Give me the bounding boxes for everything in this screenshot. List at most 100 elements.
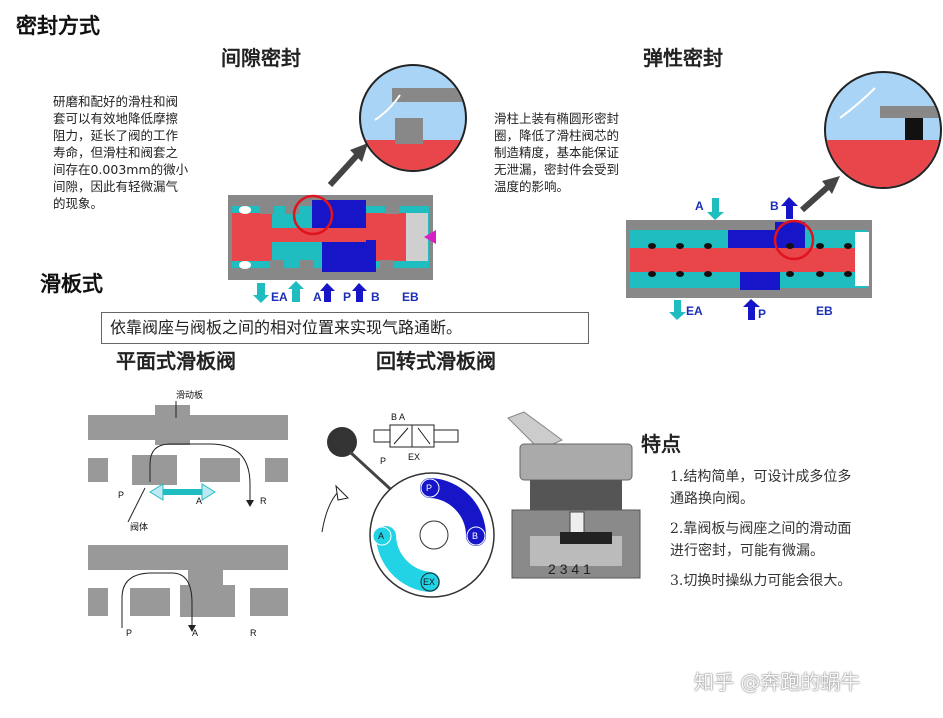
symbol-label-p: P <box>380 456 387 466</box>
symbol-spring <box>433 429 459 443</box>
zoom-body <box>392 88 465 102</box>
disc-center <box>419 520 449 550</box>
slide-plate-stem <box>188 545 223 585</box>
zoom-seal <box>905 118 923 140</box>
symbol-flow-line <box>417 427 431 445</box>
label-valve-body: 阀体 <box>130 522 149 532</box>
rotation-arrowhead <box>335 484 350 501</box>
end-cap <box>406 213 428 261</box>
text-line: 的现象。 <box>53 196 104 211</box>
port-arrowhead-a <box>288 281 304 289</box>
port-circle-p <box>420 478 440 498</box>
flow-path <box>121 572 193 628</box>
seat-block <box>265 458 288 482</box>
feature-line: 3.切换时操纵力可能会很大。 <box>670 573 852 589</box>
handle-cap <box>519 443 633 481</box>
label-slide-plate: 滑动板 <box>176 390 204 400</box>
watermark: 知乎 @奔跑的蜗牛 <box>694 670 861 694</box>
heading-flat-slide-valve: 平面式滑板阀 <box>116 349 236 373</box>
feature-item: 1.结构简单，可设计成多位多 通路换向阀。 <box>670 466 930 510</box>
symbol-flow-line <box>393 427 409 445</box>
port-arrow-a <box>712 198 719 212</box>
port-circle-a <box>372 526 392 546</box>
land <box>300 260 314 280</box>
pointer-arrowhead <box>822 176 840 194</box>
text-line: 套可以有效地降低摩擦 <box>53 111 179 126</box>
port-arrowhead-p <box>743 299 760 307</box>
port-circle-ex <box>420 572 440 592</box>
label-port-a: A <box>192 628 199 638</box>
flow-path <box>149 443 251 504</box>
gap-seal-description: 研磨和配好的滑柱和阀 套可以有效地降低摩擦 阻力，延长了阀的工作 寿命，但滑柱和… <box>53 93 233 212</box>
port-number: 2 <box>548 561 556 577</box>
symbol-actuator <box>373 429 391 443</box>
port-label-a: A <box>313 290 322 304</box>
land <box>380 260 394 280</box>
port-circle-b <box>466 526 486 546</box>
spool <box>630 248 855 272</box>
pressure-flow-bottom <box>740 272 780 290</box>
port-arrow-ea <box>257 283 265 295</box>
heading-elastic-seal: 弹性密封 <box>643 46 723 70</box>
port-arrow-p <box>748 306 755 320</box>
port-arrow-b <box>356 290 363 302</box>
label-port-p: P <box>126 628 133 638</box>
port-arrowhead-a <box>707 212 724 220</box>
leader-line <box>127 487 146 523</box>
symbol-label-ex: EX <box>408 452 421 462</box>
disc-label-ex: EX <box>423 577 436 587</box>
pointer-arrowhead <box>350 143 368 162</box>
port-label-p: P <box>758 307 767 321</box>
feature-line: 2.靠阀板与阀座之间的滑动面 <box>670 521 852 537</box>
text-line: 间存在0.003mm的微小 <box>53 162 189 177</box>
port-arrow-ea <box>674 300 681 312</box>
text-line: 间隙，因此有轻微漏气 <box>53 179 179 194</box>
port-label-a: A <box>695 199 704 213</box>
actuation-arrow <box>424 230 436 244</box>
feature-item: 3.切换时操纵力可能会很大。 <box>670 570 930 592</box>
feature-line: 进行密封，可能有微漏。 <box>670 543 824 559</box>
slide-plate <box>180 585 235 617</box>
slide-summary-box: 依靠阀座与阀板之间的相对位置来实现气路通断。 <box>101 312 589 344</box>
heading-features: 特点 <box>641 432 681 456</box>
symbol-label-ba: B A <box>391 412 406 422</box>
seal-bump <box>239 206 251 214</box>
o-ring-seals <box>648 243 852 277</box>
land <box>270 260 284 280</box>
port-arrowhead-b <box>781 197 798 206</box>
symbol-cell <box>411 424 435 448</box>
text-line: 寿命，但滑柱和阀套之 <box>53 145 179 160</box>
label-port-a: A <box>196 496 203 506</box>
zoom-flow-line <box>839 87 876 119</box>
text-line: 阻力，延长了阀的工作 <box>53 128 179 143</box>
flow-arrowhead <box>246 500 254 507</box>
disc-label-a: A <box>378 531 385 541</box>
bore-end <box>855 232 869 286</box>
text-line: 无泄漏，密封件会受到 <box>494 162 620 177</box>
seat-block <box>130 588 170 616</box>
port-label-b: B <box>371 290 380 304</box>
slide-direction-arrowhead-right <box>201 483 216 501</box>
pressure-flow-top <box>312 200 366 230</box>
port-number: 1 <box>583 561 591 577</box>
slide-plate-stem <box>155 405 190 445</box>
seat-block <box>250 588 288 616</box>
lever-knob <box>327 427 357 457</box>
pressure-flow-bottom <box>322 240 376 272</box>
disc-label-b: B <box>472 531 479 541</box>
port-label-ea: EA <box>686 304 703 318</box>
text-line: 温度的影响。 <box>494 179 570 194</box>
port-arrow-a-out <box>292 288 300 302</box>
seat-block <box>88 588 108 616</box>
port-label-b: B <box>770 199 779 213</box>
port-number: 3 <box>559 561 568 577</box>
port-arrow-p <box>324 290 331 302</box>
heading-gap-seal: 间隙密封 <box>221 46 301 70</box>
spool-rod <box>272 228 366 242</box>
handle-lever <box>507 411 563 451</box>
port-label-eb: EB <box>816 304 833 318</box>
slide-plate <box>132 455 177 485</box>
highlight-circle <box>773 219 815 261</box>
zoom-body <box>880 106 940 118</box>
